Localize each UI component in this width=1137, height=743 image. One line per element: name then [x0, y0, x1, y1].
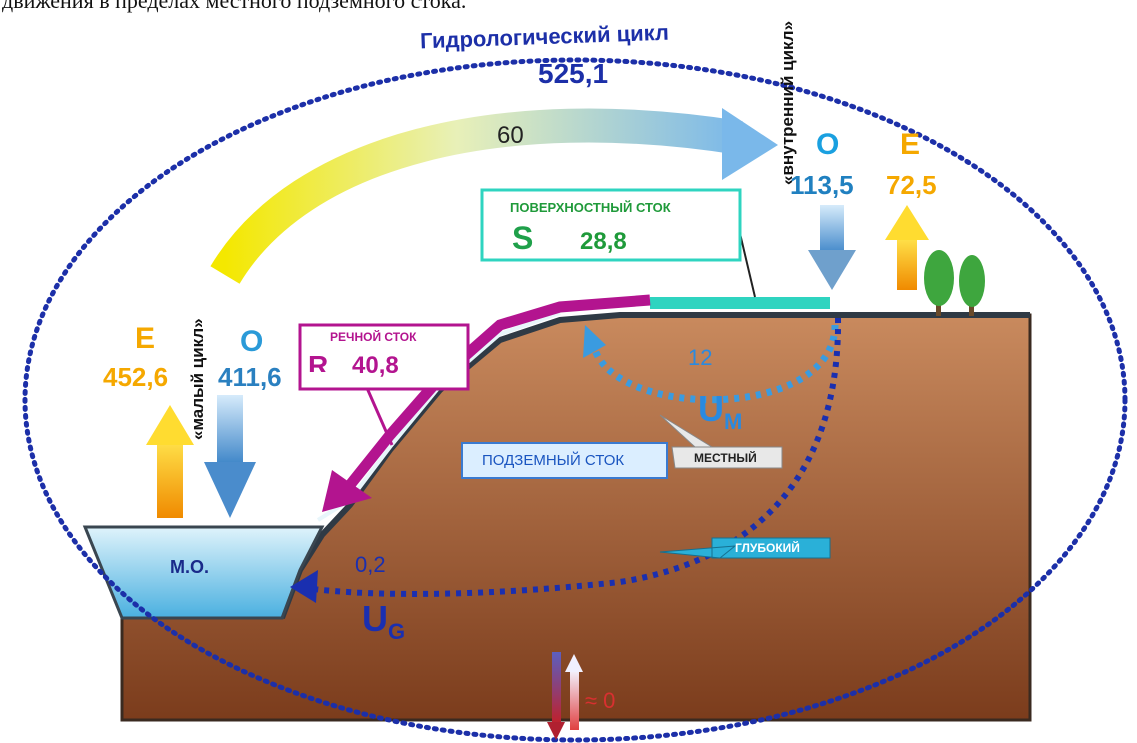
ocean-evap-arrowhead: [146, 405, 194, 445]
land-precip-arrowhead: [808, 250, 856, 290]
river-runoff-title: РЕЧНОЙ СТОК: [330, 330, 417, 344]
river-box-leader: [365, 387, 394, 446]
exchange-up-arrowhead: [565, 654, 583, 672]
local-gw-symbol: UM: [698, 388, 742, 435]
surface-runoff-box: [480, 188, 742, 262]
ocean-label: М.О.: [170, 557, 209, 577]
groundwater-title: ПОДЗЕМНЫЙ СТОК: [482, 452, 625, 469]
local-groundwater-arrow: [591, 324, 839, 404]
deep-gw-subscript: G: [388, 619, 406, 645]
ocean-evap-value: 452,6: [103, 362, 169, 392]
local-gw-label: МЕСТНЫЙ: [694, 451, 757, 465]
ocean-precip-arrowhead: [204, 462, 256, 518]
ocean-precip-value: 411,6: [218, 362, 282, 392]
deep-gw-value: 0,2: [355, 552, 386, 577]
cycle-total-value: 525,1: [538, 58, 609, 89]
river-runoff-arrowhead: [322, 470, 372, 512]
cropped-caption: движения в пределах местного подземного …: [2, 0, 467, 13]
river-runoff-arrow: [345, 294, 651, 489]
inner-cycle-label: «внутренний цикл»: [778, 20, 797, 185]
land-evap-arrow-shaft: [897, 238, 917, 290]
trees-icon: [924, 250, 985, 316]
deep-label-callout: [659, 537, 831, 559]
land-evap-symbol: Е: [900, 128, 921, 161]
local-gw-symbol-letter: U: [698, 388, 724, 429]
transfer-value: 60: [497, 122, 524, 149]
surface-runoff-bar: [650, 297, 830, 309]
land-evap-value: 72,5: [886, 170, 937, 200]
ocean-evap-symbol: Е: [135, 322, 156, 355]
exchange-up-arrow: [570, 670, 579, 730]
exchange-value: ≈ 0: [585, 688, 616, 713]
hydrologic-cycle-ellipse: [22, 57, 1128, 743]
deep-gw-symbol: UG: [362, 598, 405, 645]
ocean-evap-arrow-shaft: [157, 440, 183, 518]
river-runoff-box: [298, 323, 470, 391]
vapor-transfer-arrow: [210, 108, 743, 284]
surface-runoff-symbol: S: [512, 220, 534, 256]
land-precip-symbol: О: [816, 128, 840, 161]
local-gw-value: 12: [688, 345, 713, 370]
deep-gw-symbol-letter: U: [362, 598, 388, 639]
ocean-basin: [82, 525, 325, 620]
exchange-down-arrowhead: [547, 722, 565, 740]
small-cycle-label: «малый цикл»: [188, 318, 207, 440]
land-evap-arrowhead: [885, 205, 929, 240]
river-runoff-symbol: R: [308, 350, 329, 372]
groundwater-box: [461, 442, 668, 479]
vapor-transfer-arrowhead: [722, 108, 778, 180]
ground-surface-line: [279, 312, 1030, 620]
surface-runoff-title: ПОВЕРХНОСТНЫЙ СТОК: [510, 200, 671, 215]
land-precip-arrow-shaft: [820, 205, 844, 255]
river-runoff-value: 40,8: [352, 352, 399, 379]
land-precip-value: 113,5: [790, 170, 854, 200]
ocean-precip-arrow-shaft: [217, 395, 243, 465]
surface-runoff-value: 28,8: [580, 228, 627, 255]
deep-gw-label: ГЛУБОКИЙ: [735, 541, 800, 555]
local-label-callout: [659, 414, 783, 469]
deep-groundwater-arrowhead: [290, 570, 318, 603]
exchange-down-arrow: [552, 652, 561, 724]
local-groundwater-arrowhead: [583, 325, 606, 358]
local-gw-subscript: M: [724, 409, 743, 435]
ocean-precip-symbol: О: [240, 325, 264, 358]
